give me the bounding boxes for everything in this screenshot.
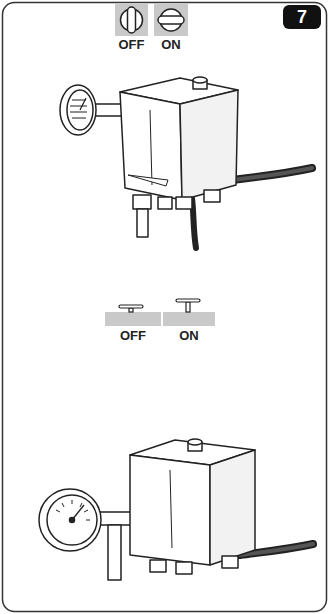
rotary-switch-icons bbox=[115, 4, 188, 36]
switch-state-label: ON bbox=[161, 38, 181, 52]
pressure-switch-lower bbox=[39, 439, 313, 580]
step-number: 7 bbox=[297, 8, 307, 26]
switch-state-label: ON bbox=[179, 329, 199, 343]
step-badge: 7 bbox=[283, 5, 321, 29]
pressure-switch-upper bbox=[60, 77, 312, 248]
panel-frame bbox=[3, 3, 327, 612]
switch-state-label: OFF bbox=[120, 329, 146, 343]
push-button-icons bbox=[105, 299, 215, 326]
switch-state-label: OFF bbox=[119, 38, 145, 52]
